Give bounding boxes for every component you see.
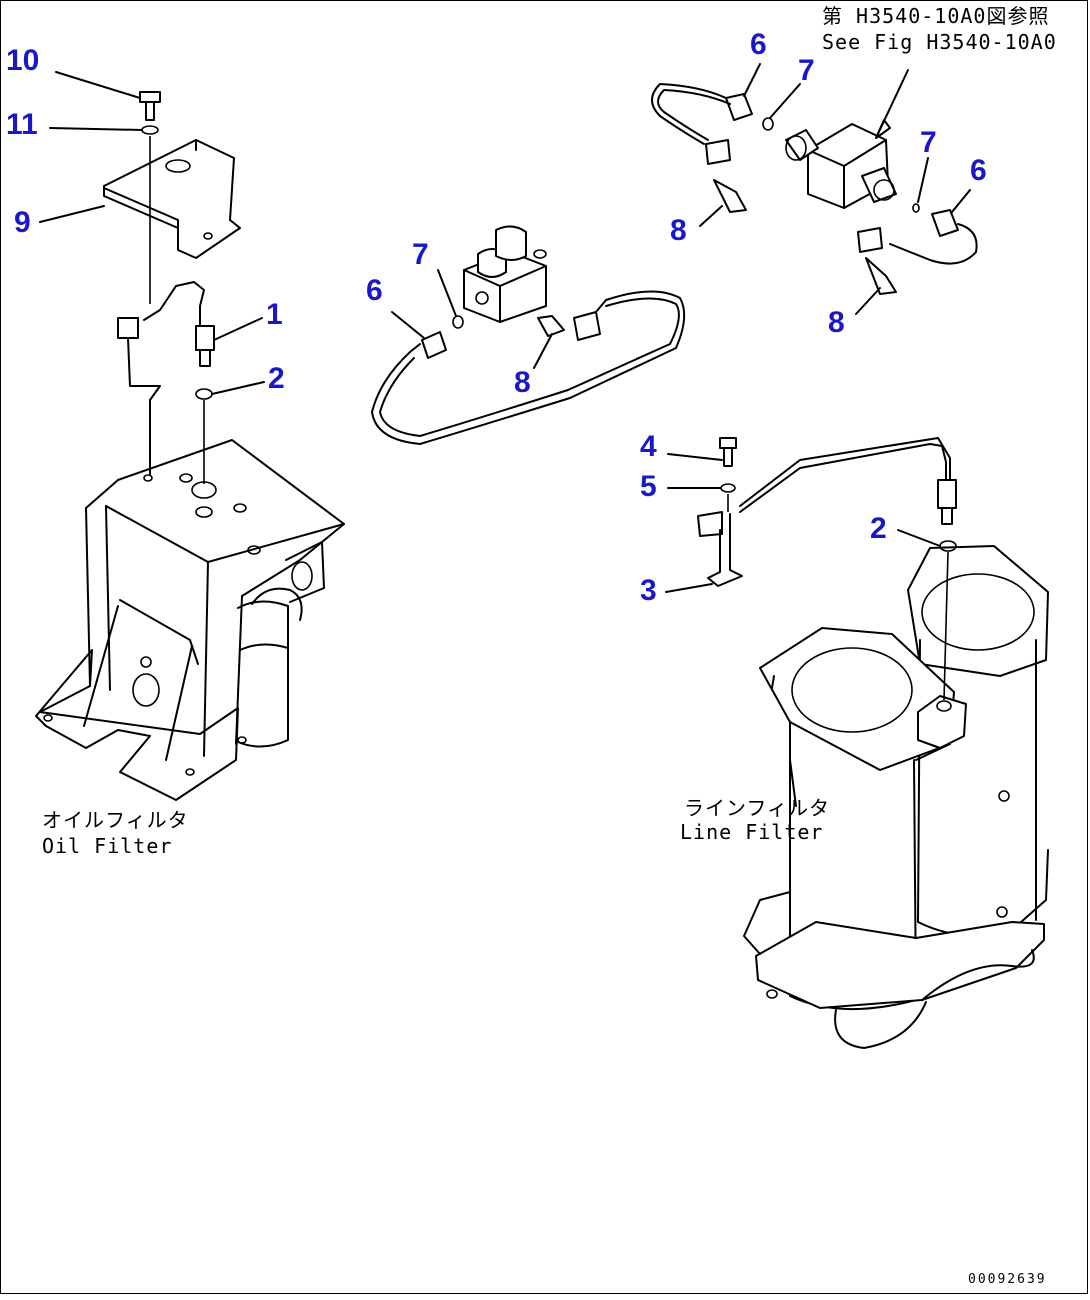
drawing-number: 00092639: [968, 1272, 1047, 1287]
oil-filter-bracket: [35, 439, 345, 801]
oil-filter-label-en: Oil Filter: [42, 834, 173, 858]
callout-2-oil: 2: [268, 362, 285, 395]
callout-11: 11: [6, 108, 38, 141]
reference-note-en: See Fig H3540-10A0: [822, 30, 1057, 54]
callout-6-top: 6: [750, 28, 767, 61]
line-filter-label-en: Line Filter: [680, 820, 824, 844]
bolt-10: [139, 91, 161, 304]
center-valve: [371, 225, 686, 445]
callout-10: 10: [6, 44, 40, 77]
callout-6-center: 6: [366, 274, 383, 307]
callout-7-top: 7: [798, 54, 815, 87]
top-right-valve: [651, 69, 978, 295]
callout-6-right: 6: [970, 154, 987, 187]
callout-3: 3: [640, 574, 657, 607]
line-filter-label-jp: ラインフィルタ: [684, 796, 830, 820]
sensor-cover: [103, 139, 241, 259]
callout-8-center: 8: [514, 366, 531, 399]
callout-8-top: 8: [670, 214, 687, 247]
leader-lines: [39, 63, 971, 807]
line-filter: [697, 437, 1049, 1049]
callout-8-right: 8: [828, 306, 845, 339]
callout-1: 1: [266, 298, 283, 331]
callout-5: 5: [640, 470, 657, 503]
callout-9: 9: [14, 206, 31, 239]
oil-filter-label-jp: オイルフィルタ: [42, 808, 189, 832]
sensor-1: [117, 281, 215, 484]
reference-note-jp: 第 H3540-10A0図参照: [822, 4, 1050, 28]
callout-2-line: 2: [870, 512, 887, 545]
callout-7-right: 7: [920, 126, 937, 159]
callout-4: 4: [640, 430, 657, 463]
callout-7-center: 7: [412, 238, 429, 271]
